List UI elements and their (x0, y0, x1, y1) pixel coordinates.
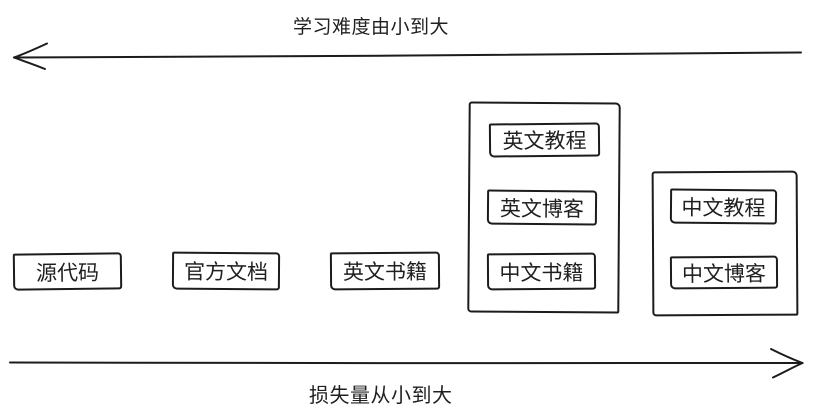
loss-axis-arrow-right-icon (9, 348, 804, 379)
node-english-books: 英文书籍 (329, 251, 441, 291)
node-chinese-tutorial: 中文教程 (669, 188, 778, 225)
node-chinese-books: 中文书籍 (486, 252, 597, 291)
bottom-axis-label: 损失量从小到大 (309, 385, 453, 407)
node-english-tutorial: 英文教程 (488, 122, 601, 158)
node-english-blog: 英文博客 (486, 189, 598, 226)
difficulty-axis-arrow-left-icon (13, 42, 802, 70)
node-source-code: 源代码 (12, 252, 123, 291)
top-axis-label: 学习难度由小到大 (293, 17, 450, 38)
node-official-docs: 官方文档 (171, 251, 281, 291)
node-chinese-blog: 中文博客 (669, 255, 779, 290)
